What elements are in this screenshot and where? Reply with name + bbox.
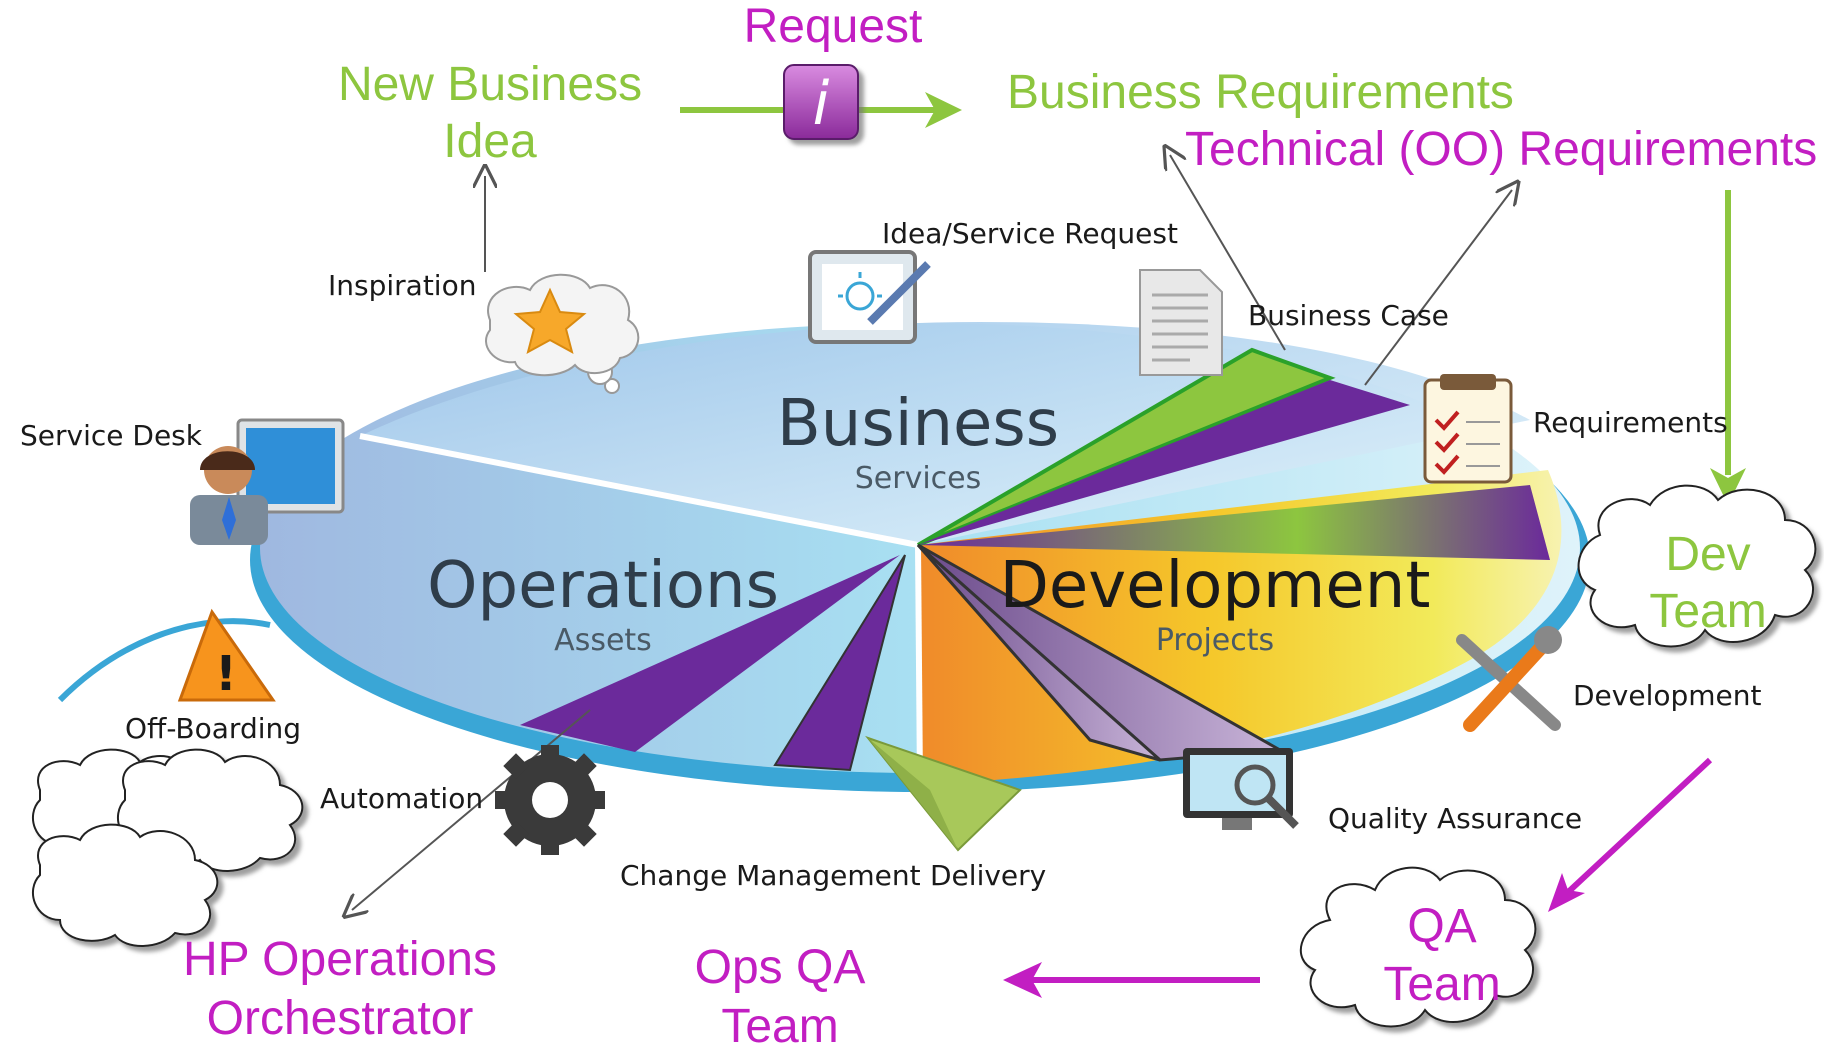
requirements-label: Requirements — [1533, 406, 1728, 439]
swoosh — [57, 618, 271, 703]
idea-to-request-arrowhead — [925, 92, 962, 128]
ops-qa-team-line1: Ops QA — [695, 941, 866, 994]
delivery-label: Delivery — [930, 859, 1046, 892]
dev-team-line1: Dev — [1665, 528, 1750, 581]
quality-assurance-label: Quality Assurance — [1328, 802, 1582, 835]
operations-title: Operations — [427, 549, 779, 623]
info-icon: i — [783, 64, 859, 140]
hp-oo-line1: HP Operations — [183, 933, 497, 986]
development-subtitle: Projects — [1156, 623, 1274, 658]
qa-team-line1: QA — [1407, 900, 1476, 953]
dev-team-line2: Team — [1649, 585, 1766, 638]
monitor-bug-icon — [1183, 748, 1299, 830]
hp-oo-clouds — [31, 748, 304, 947]
gear-icon — [495, 745, 605, 855]
warning-icon: ! — [177, 608, 276, 702]
cloud-star-icon — [485, 273, 640, 394]
request-label: Request — [744, 0, 923, 53]
checklist-icon — [1423, 374, 1513, 484]
support-agent-icon — [190, 418, 345, 545]
qa-team-cloud — [1299, 866, 1537, 1028]
operations-subtitle: Assets — [554, 623, 652, 658]
paper-plane-icon — [865, 735, 1022, 852]
new-business-idea-line1: New Business — [338, 58, 642, 111]
off-boarding-label: Off-Boarding — [125, 712, 301, 745]
ops-qa-team-line2: Team — [721, 1000, 838, 1053]
dev-team-cloud — [1577, 484, 1817, 648]
automation-label: Automation — [320, 782, 483, 815]
svg-text:!: ! — [215, 646, 237, 702]
process-wedges — [520, 347, 1550, 772]
change-management-label: Change Management — [620, 859, 921, 892]
business-requirements-label: Business Requirements — [1007, 66, 1514, 119]
business-case-label: Business Case — [1248, 299, 1449, 332]
idea-service-request-label: Idea/Service Request — [882, 217, 1178, 250]
technical-requirements-label: Technical (OO) Requirements — [1185, 123, 1817, 176]
business-title: Business — [777, 387, 1059, 461]
inspiration-label: Inspiration — [328, 269, 476, 302]
tools-icon — [1456, 626, 1562, 732]
qa-team-line2: Team — [1383, 958, 1500, 1011]
service-desk-label: Service Desk — [20, 419, 203, 452]
development-stage-label: Development — [1573, 679, 1762, 712]
document-icon — [1139, 269, 1223, 376]
lightbulb-board-icon — [808, 250, 931, 344]
hp-oo-line2: Orchestrator — [207, 992, 474, 1045]
svg-text:i: i — [813, 69, 830, 139]
business-subtitle: Services — [855, 461, 982, 496]
development-title: Development — [1000, 549, 1431, 623]
new-business-idea-line2: Idea — [443, 115, 537, 168]
